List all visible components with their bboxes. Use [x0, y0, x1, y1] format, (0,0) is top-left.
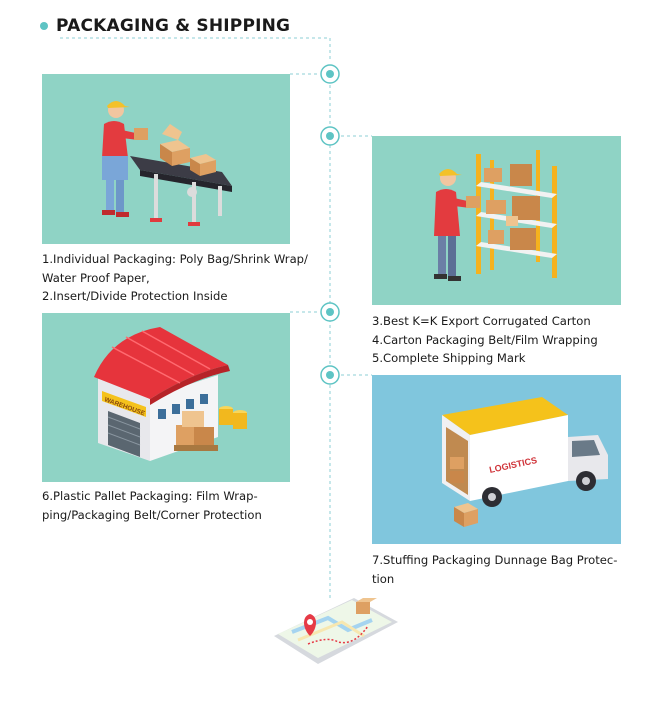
caption-line: tion: [372, 571, 395, 586]
caption-line: ping/Packaging Belt/Corner Protection: [42, 507, 262, 522]
caption-line: 6.Plastic Pallet Packaging: Film Wrap-: [42, 489, 258, 503]
caption-line: 4.Carton Packaging Belt/Film Wrapping: [372, 332, 598, 347]
caption-line: Water Proof Paper,: [42, 270, 150, 285]
section-header: PACKAGING & SHIPPING: [40, 16, 290, 36]
step1-caption: 1.Individual Packaging: Poly Bag/Shrink …: [42, 250, 308, 306]
caption-line: 1.Individual Packaging: Poly Bag/Shrink …: [42, 252, 308, 266]
phone-map-illustration: [268, 592, 404, 676]
timeline-node-2: [320, 126, 340, 146]
delivery-truck-illustration: LOGISTICS: [372, 375, 621, 544]
caption-line: 3.Best K=K Export Corrugated Carton: [372, 314, 591, 328]
step7-caption: 7.Stuffing Packaging Dunnage Bag Protec-…: [372, 551, 617, 588]
caption-line: 5.Complete Shipping Mark: [372, 351, 526, 365]
timeline-node-4: [320, 365, 340, 385]
step3-caption: 3.Best K=K Export Corrugated Carton 4.Ca…: [372, 312, 598, 368]
conveyor-worker-illustration: [42, 74, 290, 244]
caption-line: 2.Insert/Divide Protection Inside: [42, 289, 228, 303]
caption-line: 7.Stuffing Packaging Dunnage Bag Protec-: [372, 553, 618, 567]
step6-caption: 6.Plastic Pallet Packaging: Film Wrap- p…: [42, 487, 262, 524]
timeline-node-3: [320, 302, 340, 322]
timeline-node-1: [320, 64, 340, 84]
warehouse-building-illustration: WAREHOUSE: [42, 313, 290, 482]
warehouse-shelves-illustration: [372, 136, 621, 305]
bullet-icon: [40, 22, 48, 30]
page-title: PACKAGING & SHIPPING: [56, 16, 291, 36]
